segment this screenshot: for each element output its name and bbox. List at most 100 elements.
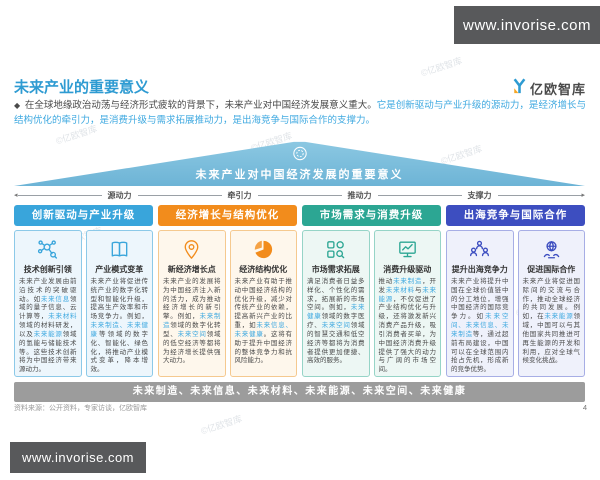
body-text: 领域的低空经济等都将为经济增长提供强大动力。 xyxy=(163,330,221,365)
arrow-left-icon: ◂ xyxy=(14,192,18,199)
card-consumption-0: 市场需求拓展满足消费者日益多样化、个性化的需求，拓展新的市场空间。例如，未来健康… xyxy=(302,230,370,377)
pillar-growth: 经济增长与结构优化新经济增长点未来产业的发展将为中国经济注入新的活力，成为推动经… xyxy=(158,205,297,377)
roof-banner: 未来产业对中国经济发展的重要意义 xyxy=(14,141,585,186)
book-icon xyxy=(91,236,149,262)
intro-highlight-text: 它是创新驱动与产业升级的源动力，是经济增长与结构优化的牵引力，是消费升级与需求拓… xyxy=(14,100,586,126)
force-line xyxy=(257,195,342,196)
intro-normal-text: 在全球地缘政治动荡与经济形式疲软的背景下，未来产业对中国经济发展意义重大。 xyxy=(24,100,377,111)
location-pin-icon xyxy=(163,236,221,262)
body-text: 领域的数字化转型、 xyxy=(163,322,221,338)
card-global-0: 提升出海竞争力未来产业将提升中国在全球价值链中的分工地位，增强中国经济的国际竞争… xyxy=(446,230,514,377)
brand-logo-text: 亿欧智库 xyxy=(529,82,586,97)
keyword-highlight: 未来空间 xyxy=(321,322,351,330)
body-text: 未来产业将提升中国在全球价值链中的分工地位，增强中国经济的国际竞争力。如 xyxy=(451,278,509,321)
future-industries-bar: 未来制造、未来信息、未来材料、未来能源、未来空间、未来健康 xyxy=(14,382,585,402)
card-title: 产业模式变革 xyxy=(95,265,144,274)
arrow-right-icon: ▸ xyxy=(581,192,586,199)
card-consumption-1: 消费升级驱动推动未来制造，开发未来材料与未来能源，不仅促进了产业结构优化与升级，… xyxy=(373,230,441,377)
keyword-highlight: 未来制造、未来健康 xyxy=(90,322,149,338)
body-text: 等领域的数字化、智能化、绿色化，将推动产业模式变革，降本增效。 xyxy=(90,330,149,374)
pillar-global: 出海竞争与国际合作提升出海竞争力未来产业将提升中国在全球价值链中的分工地位，增强… xyxy=(446,205,585,377)
force-line xyxy=(17,195,102,196)
card-body: 未来产业将提升中国在全球价值链中的分工地位，增强中国经济的国际竞争力。如未来空间… xyxy=(451,278,509,375)
keyword-highlight: 未来材料 xyxy=(48,313,77,321)
page-number: 4 xyxy=(582,403,587,412)
people-group-icon xyxy=(451,236,509,262)
keyword-highlight: 未来能源 xyxy=(33,330,63,338)
source-note: 资料来源：公开资料，专家访谈，亿欧智库 xyxy=(14,405,147,412)
body-text: 未来产业将促进国际间的交流与合作，推动全球经济的共同发展。例如，在 xyxy=(522,278,581,321)
pillars-row: 创新驱动与产业升级技术创新引领未来产业发展由前沿技术的突破驱动。如未来信息领域的… xyxy=(14,205,585,377)
keyword-highlight: 未来制造 xyxy=(163,313,221,330)
pillar-innovation: 创新驱动与产业升级技术创新引领未来产业发展由前沿技术的突破驱动。如未来信息领域的… xyxy=(14,205,153,377)
watermark-top-text: www.invorise.com xyxy=(462,16,592,34)
body-text: 未来产业将促进传统产业的数字化转型和智能化升级，提高生产效率和市场竞争力。例如， xyxy=(90,278,149,321)
card-title: 促进国际合作 xyxy=(527,265,576,274)
body-text: 领域的量子信息、云计算等， xyxy=(19,295,77,321)
card-growth-0: 新经济增长点未来产业的发展将为中国经济注入新的活力，成为推动经济增长的新引擎。例… xyxy=(158,230,226,377)
card-body: 未来产业有助于推动中国经济结构的优化升级，减少对传统产业的依赖，提高新兴产业的比… xyxy=(235,278,293,366)
card-title: 经济结构优化 xyxy=(239,265,288,274)
body-text: ，不仅促进了产业结构优化与升级，还将激发新兴消费产品升级，吸引消费者买单，为中国… xyxy=(378,295,437,374)
card-innovation-0: 技术创新引领未来产业发展由前沿技术的突破驱动。如未来信息领域的量子信息、云计算等… xyxy=(14,230,82,377)
network-tech-icon xyxy=(19,236,77,262)
card-global-1: 促进国际合作未来产业将促进国际间的交流与合作，推动全球经济的共同发展。例如，在未… xyxy=(517,230,585,377)
watermark-bottom: www.invorise.com xyxy=(10,442,146,473)
importance-diagram: 未来产业对中国经济发展的重要意义 ◂源动力牵引力推动力支撑力▸ 创新驱动与产业升… xyxy=(14,141,585,402)
brand-watermark: ©亿欧智库 xyxy=(419,55,464,79)
card-growth-1: 经济结构优化未来产业有助于推动中国经济结构的优化升级，减少对传统产业的依赖，提高… xyxy=(229,230,297,377)
body-text: ，开发 xyxy=(378,278,437,294)
body-text: 推动 xyxy=(378,278,394,285)
pie-chart-icon xyxy=(235,236,293,262)
keyword-highlight: 未来信息、未来健康 xyxy=(234,322,293,338)
card-body: 满足消费者日益多样化、个性化的需求，拓展新的市场空间。例如，未来健康领域的数字医… xyxy=(307,278,365,366)
pillar-header-innovation: 创新驱动与产业升级 xyxy=(14,205,153,226)
card-title: 新经济增长点 xyxy=(167,265,216,274)
pillar-cards: 技术创新引领未来产业发展由前沿技术的突破驱动。如未来信息领域的量子信息、云计算等… xyxy=(14,230,153,377)
force-label-innovation: 源动力 xyxy=(107,191,132,200)
keyword-highlight: 未来材料 xyxy=(385,286,415,294)
force-line xyxy=(377,195,462,196)
monitor-chart-icon xyxy=(379,236,437,262)
pillar-header-growth: 经济增长与结构优化 xyxy=(158,205,297,226)
body-text: 领域的数字医疗、 xyxy=(307,313,365,330)
globe-cooperation-icon xyxy=(523,236,581,262)
brand-logo-icon xyxy=(512,78,527,99)
grid-search-icon xyxy=(307,236,365,262)
force-line xyxy=(137,195,222,196)
card-body: 未来产业的发展将为中国经济注入新的活力，成为推动经济增长的新引擎。例如，未来制造… xyxy=(163,278,221,366)
body-text: 领域的智慧交通和低空经济等都将为消费者提供更加便捷、高效的服务。 xyxy=(307,322,365,365)
card-body: 未来产业发展由前沿技术的突破驱动。如未来信息领域的量子信息、云计算等，未来材料领… xyxy=(19,278,77,375)
pillar-cards: 新经济增长点未来产业的发展将为中国经济注入新的活力，成为推动经济增长的新引擎。例… xyxy=(158,230,297,377)
keyword-highlight: 未来空间、未来信息、未来制造 xyxy=(451,313,509,338)
forces-axis: ◂源动力牵引力推动力支撑力▸ xyxy=(14,189,585,202)
pillar-header-consumption: 市场需求与消费升级 xyxy=(302,205,441,226)
force-label-consumption: 推动力 xyxy=(347,191,372,200)
roof-title: 未来产业对中国经济发展的重要意义 xyxy=(195,169,404,181)
watermark-bottom-text: www.invorise.com xyxy=(21,450,135,465)
keyword-highlight: 未来能源 xyxy=(544,313,574,321)
force-label-global: 支撑力 xyxy=(467,191,492,200)
globe-badge-icon xyxy=(292,146,307,166)
body-text: 满足消费者日益多样化、个性化的需求，拓展新的市场空间。例如， xyxy=(307,278,365,312)
card-title: 提升出海竞争力 xyxy=(451,265,508,274)
keyword-highlight: 未来空间 xyxy=(177,330,207,338)
watermark-top: www.invorise.com xyxy=(454,6,600,44)
pillar-header-global: 出海竞争与国际合作 xyxy=(446,205,585,226)
card-title: 技术创新引领 xyxy=(23,265,72,274)
body-text: 与 xyxy=(414,286,423,294)
body-text: 等，通过超前布局建设，中国可以在全球范围内抢占先机，形成新的竞争优势。 xyxy=(451,330,509,374)
pillar-cards: 市场需求拓展满足消费者日益多样化、个性化的需求，拓展新的市场空间。例如，未来健康… xyxy=(302,230,441,377)
card-title: 市场需求拓展 xyxy=(311,265,360,274)
pillar-consumption: 市场需求与消费升级市场需求拓展满足消费者日益多样化、个性化的需求，拓展新的市场空… xyxy=(302,205,441,377)
card-title: 消费升级驱动 xyxy=(383,265,432,274)
card-body: 未来产业将促进国际间的交流与合作，推动全球经济的共同发展。例如，在未来能源领域，… xyxy=(523,278,581,366)
body-text: 未来产业发展由前沿技术的突破驱动。如 xyxy=(19,278,77,303)
body-text: 未来产业有助于推动中国经济结构的优化升级，减少对传统产业的依赖，提高新兴产业的比… xyxy=(234,278,293,330)
body-text: 领域的材料研发，以及 xyxy=(19,322,77,338)
card-body: 未来产业将促进传统产业的数字化转型和智能化升级，提高生产效率和市场竞争力。例如，… xyxy=(91,278,149,375)
card-body: 推动未来制造，开发未来材料与未来能源，不仅促进了产业结构优化与升级，还将激发新兴… xyxy=(379,278,437,375)
keyword-highlight: 未来信息 xyxy=(40,295,71,303)
card-innovation-1: 产业模式变革未来产业将促进传统产业的数字化转型和智能化升级，提高生产效率和市场竞… xyxy=(85,230,153,377)
keyword-highlight: 未来健康 xyxy=(307,304,365,321)
